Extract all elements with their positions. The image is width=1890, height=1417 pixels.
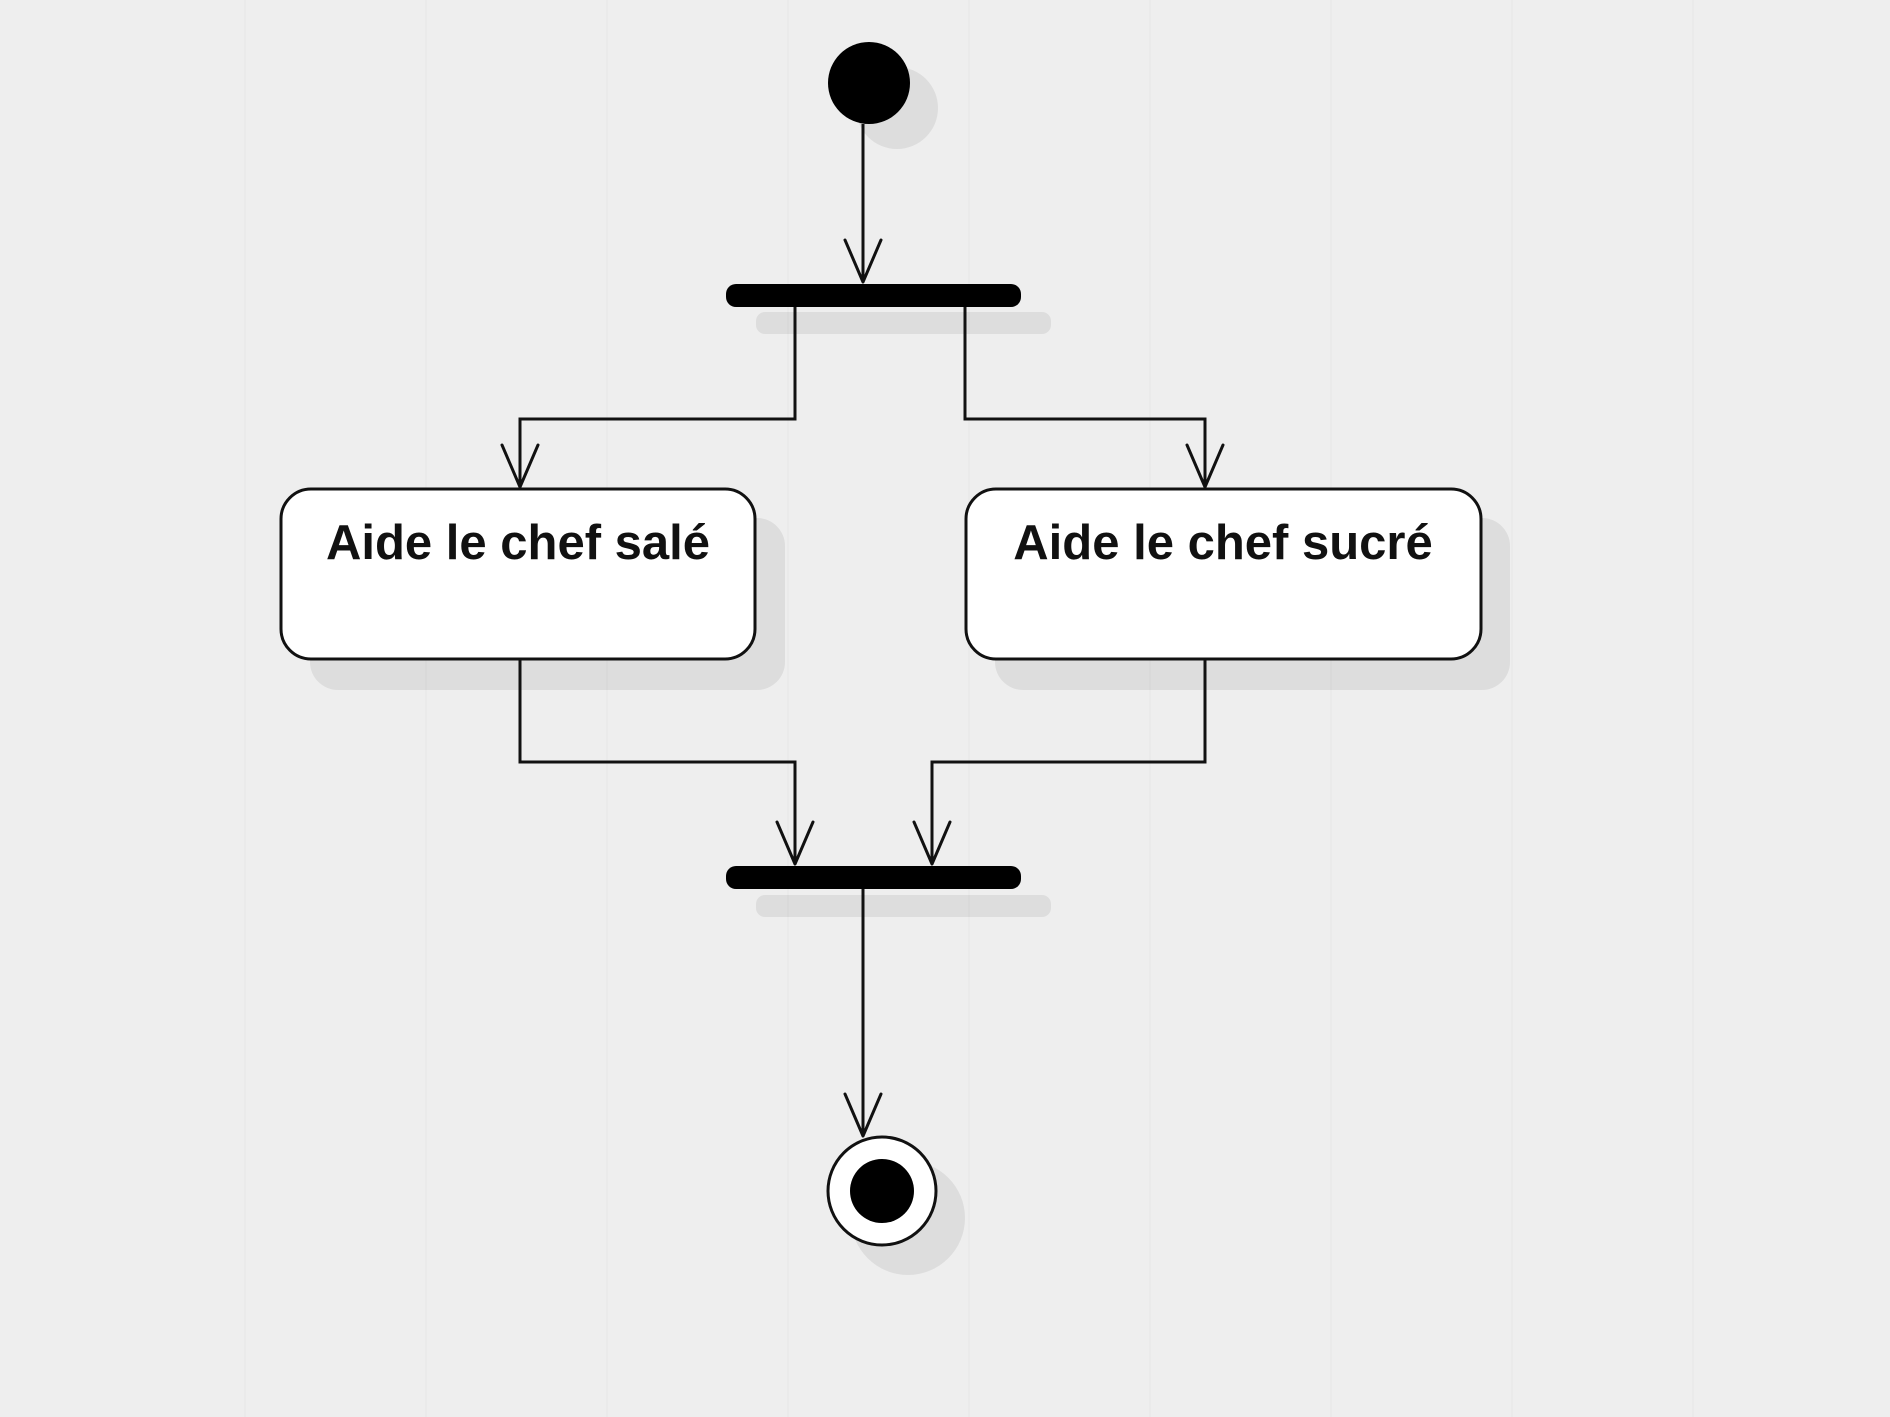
action-sucre-box: [964, 487, 1483, 661]
action-sucre[interactable]: Aide le chef sucré: [964, 487, 1483, 661]
edge-sucre-to-join: [912, 659, 1207, 866]
final-node[interactable]: [826, 1135, 938, 1247]
shadows: [310, 67, 1510, 1275]
edge-fork-to-sucre: [963, 307, 1225, 489]
edge-join-to-final: [843, 889, 883, 1138]
final-node-core: [850, 1159, 914, 1223]
action-sale-label: Aide le chef salé: [326, 516, 710, 570]
action-sale-box: [279, 487, 757, 661]
action-sale[interactable]: Aide le chef salé: [279, 487, 757, 661]
background-grid: [244, 0, 1694, 1417]
initial-node[interactable]: [828, 42, 910, 124]
edge-sale-to-join: [518, 659, 815, 866]
fork-bar[interactable]: [726, 284, 1021, 307]
join-bar[interactable]: [726, 866, 1021, 889]
edge-initial-to-fork: [843, 124, 883, 284]
action-sucre-label: Aide le chef sucré: [1013, 516, 1432, 570]
edge-fork-to-sale: [500, 307, 797, 489]
